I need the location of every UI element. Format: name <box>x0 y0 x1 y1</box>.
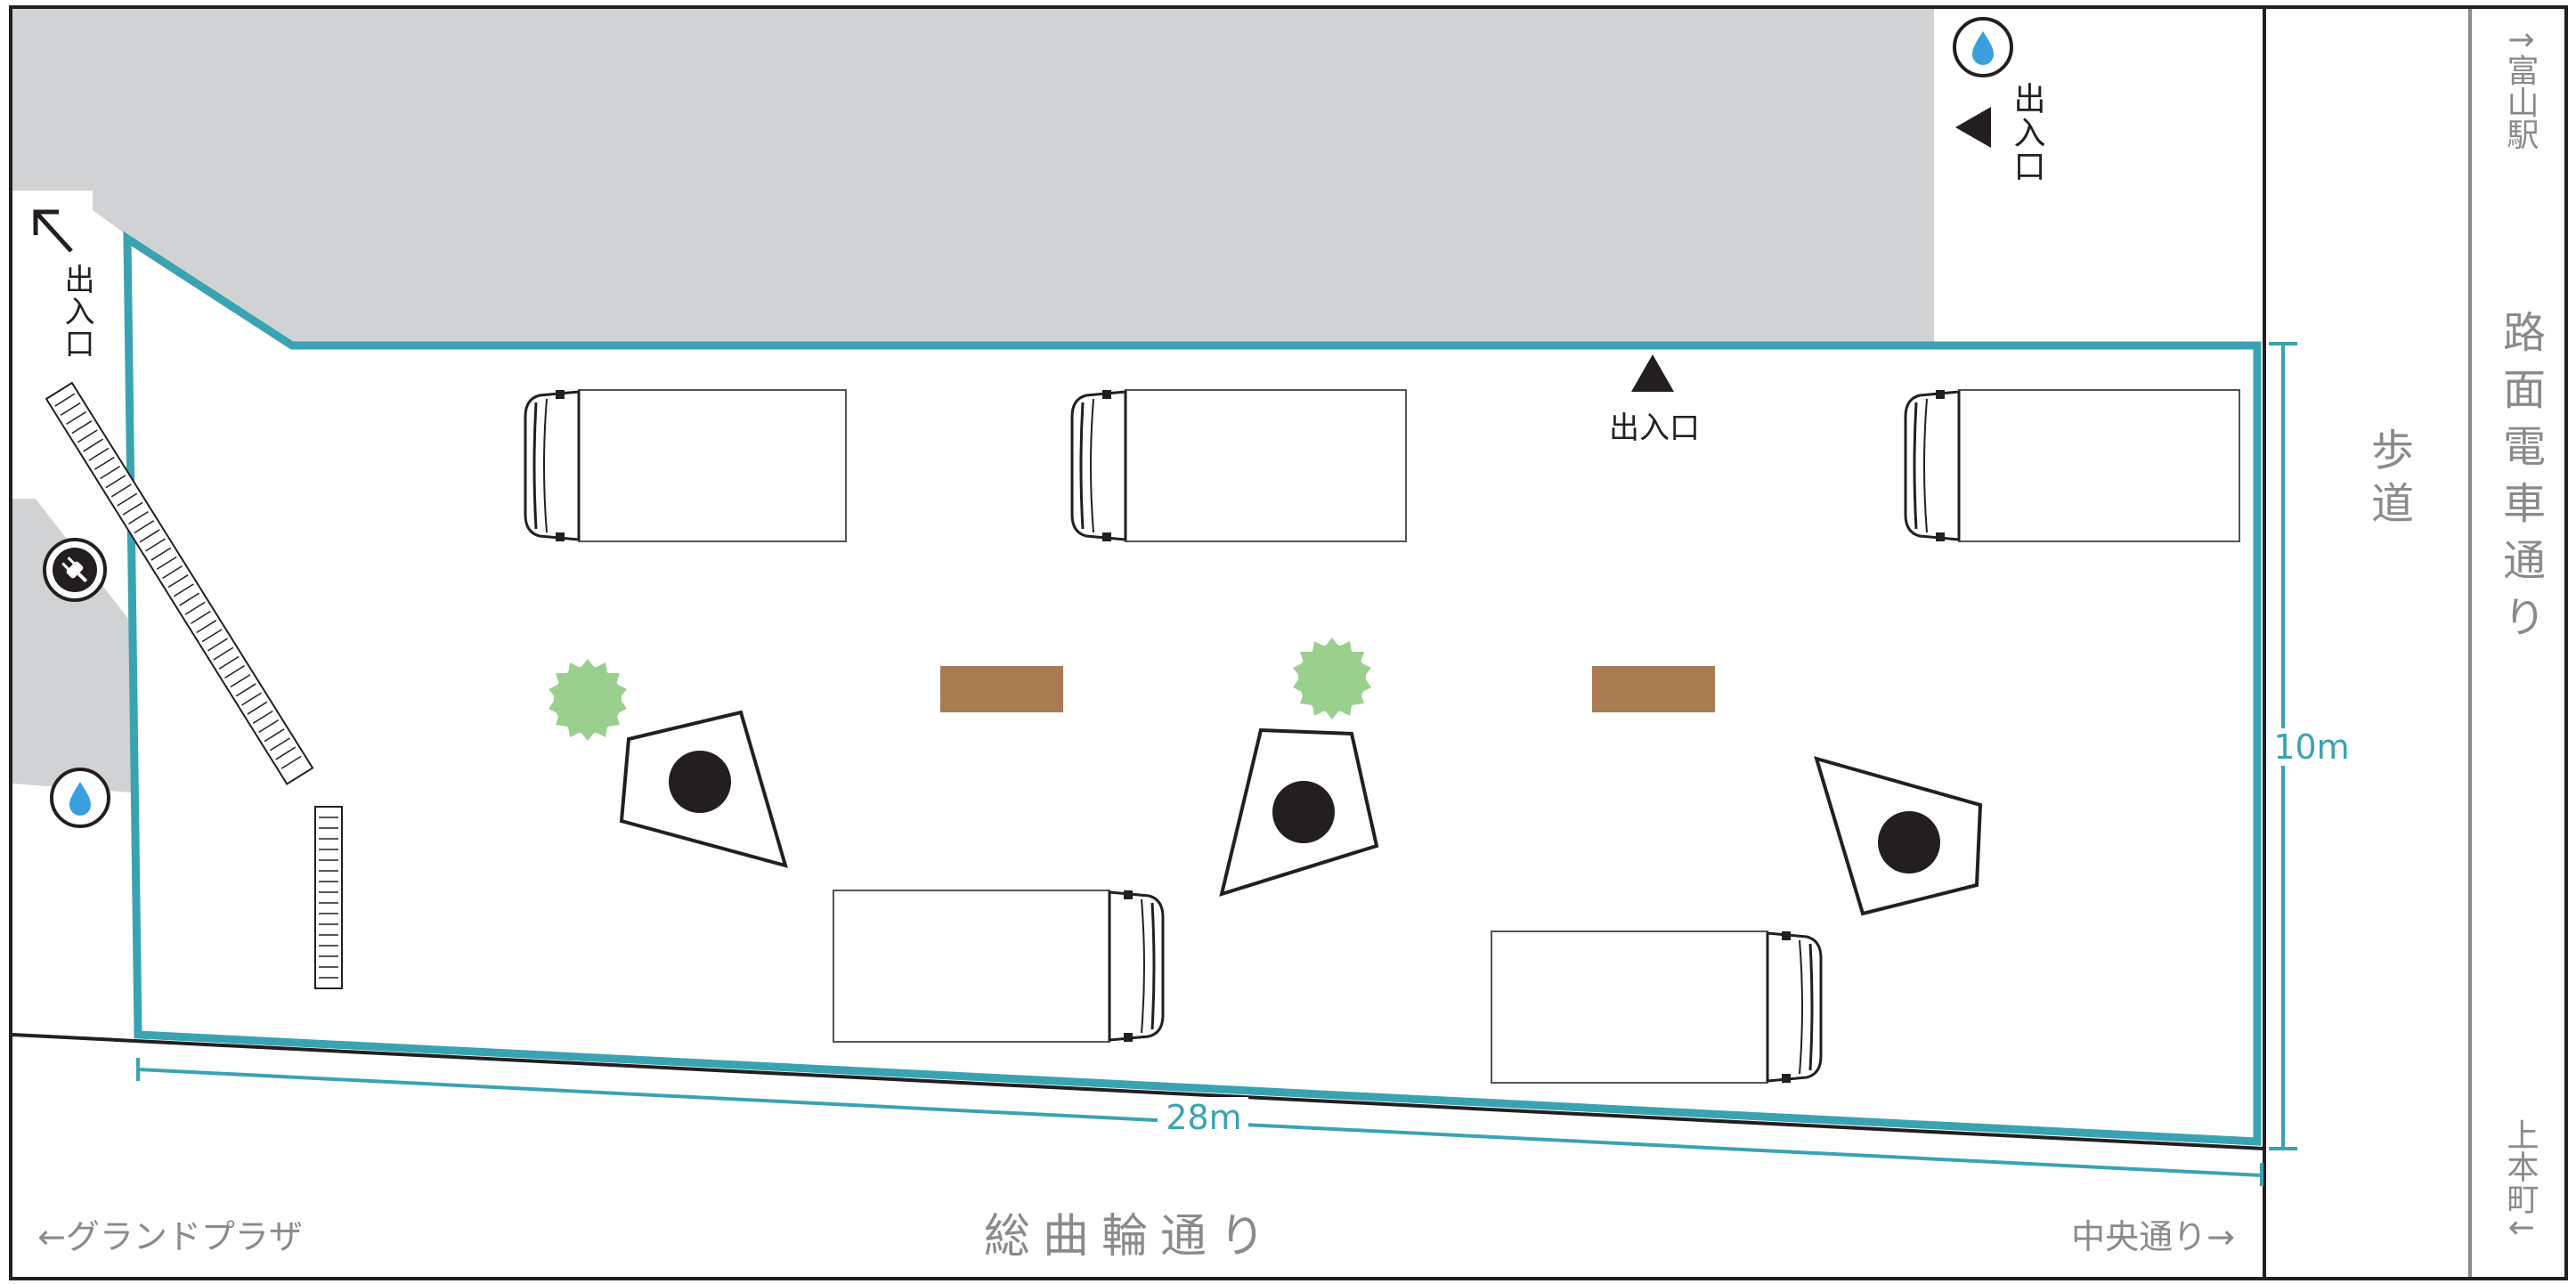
bench-2 <box>1592 666 1715 712</box>
triangle-up-icon <box>1631 354 1674 392</box>
food-truck-1[interactable] <box>524 389 847 542</box>
table-area-3 <box>1814 756 1983 916</box>
chuo-street-label: 中央通り→ <box>2071 1217 2235 1256</box>
tree-1 <box>549 659 627 741</box>
table-area-2 <box>1219 727 1379 897</box>
dimension-height-label: 10m <box>2273 727 2349 767</box>
street-edge-line <box>12 1033 2265 1150</box>
tree-2 <box>1293 638 1371 719</box>
stairs-diagonal <box>45 381 314 785</box>
entrance-left-label: 出入口 <box>59 264 94 360</box>
entrance-top-center-label: 出入口 <box>1609 410 1700 446</box>
site-boundary <box>123 231 2262 1146</box>
food-truck-3[interactable] <box>1904 389 2240 542</box>
dimension-width-label-bg <box>1158 1097 1248 1134</box>
entrance-top-right-label: 出入口 <box>2009 82 2045 183</box>
dimension-height-label-bg <box>2269 728 2347 766</box>
bench-1 <box>940 666 1063 712</box>
building-area-left <box>12 499 132 792</box>
table-area-1 <box>619 710 788 868</box>
sidewalk-label: 歩道 <box>2363 427 2413 534</box>
toyama-station-label: ↑富山駅 <box>2502 27 2539 150</box>
sogawa-street-label: 総曲輪通り <box>984 1210 1278 1264</box>
food-truck-5[interactable] <box>1491 930 1823 1084</box>
stairs-vertical <box>314 806 343 989</box>
triangle-left-icon <box>1955 107 1991 148</box>
food-truck-4[interactable] <box>833 890 1165 1043</box>
grand-plaza-label: ←グランドプラザ <box>37 1217 303 1256</box>
dimension-width-label: 28m <box>1166 1098 1241 1137</box>
kamihoncho-label: 上本町↓ <box>2502 1118 2539 1241</box>
power-plug-icon <box>43 538 107 602</box>
tram-street-label: 路面電車通り <box>2495 310 2545 652</box>
food-truck-2[interactable] <box>1070 389 1407 542</box>
arrow-up-left-icon <box>33 209 73 253</box>
building-area-top <box>12 9 1934 344</box>
water-drop-icon <box>50 768 110 828</box>
water-drop-icon <box>1953 17 2013 77</box>
